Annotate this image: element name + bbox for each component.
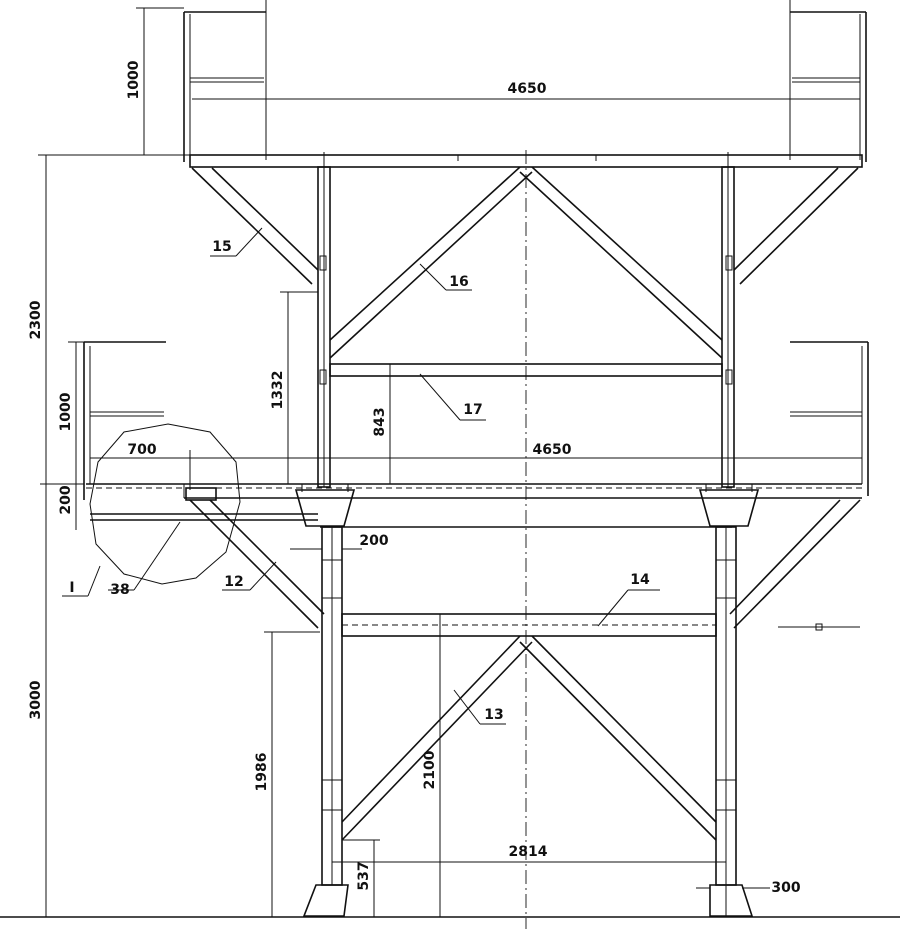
- dim-top-rail-height: 1000: [126, 60, 142, 99]
- label-item-13: 13: [484, 707, 503, 723]
- lower-mid-beam: [341, 613, 717, 637]
- dim-lower-rail-height: 1000: [58, 392, 74, 431]
- dim-lower-height: 3000: [28, 680, 44, 719]
- upper-columns: [317, 152, 735, 488]
- top-knee-braces: [191, 167, 859, 285]
- dim-column-width: 200: [359, 533, 388, 549]
- dim-base-height: 537: [356, 861, 372, 890]
- column-feet: [302, 870, 754, 917]
- dim-lower-brace-height: 1986: [254, 753, 270, 792]
- label-item-12: 12: [224, 574, 243, 590]
- dim-ledge-width: 700: [127, 442, 156, 458]
- middle-deck: [86, 483, 862, 528]
- dim-deck-thickness: 200: [58, 485, 74, 514]
- label-item-16: 16: [449, 274, 468, 290]
- lower-right-railing: [790, 341, 869, 496]
- dim-upper-brace-height: 1332: [270, 371, 286, 410]
- label-item-38: 38: [110, 582, 129, 598]
- lower-knee-braces: [189, 499, 861, 629]
- upper-x-bracing: [329, 166, 723, 359]
- dim-upper-height: 2300: [28, 300, 44, 339]
- label-item-17: 17: [463, 402, 482, 418]
- dim-foot-width: 300: [771, 880, 800, 896]
- dim-top-width: 4650: [508, 81, 547, 97]
- label-item-14: 14: [630, 572, 650, 588]
- dim-column-span: 2814: [509, 844, 548, 860]
- lower-columns: [321, 526, 737, 886]
- top-right-railing: [789, 0, 867, 162]
- label-detail-I: I: [69, 580, 74, 596]
- dim-beam-height: 2100: [422, 750, 438, 789]
- lower-x-bracing: [341, 635, 717, 841]
- detail-circle-I: [89, 423, 241, 585]
- reference-mark: [778, 623, 860, 631]
- top-left-railing: [183, 0, 267, 162]
- dim-mid-width: 4650: [533, 442, 572, 458]
- leader-lines: [62, 227, 660, 725]
- label-item-15: 15: [212, 239, 231, 255]
- lower-left-railing: [83, 341, 166, 500]
- dim-mid-height: 843: [372, 407, 388, 436]
- dimension-lines: [38, 7, 862, 917]
